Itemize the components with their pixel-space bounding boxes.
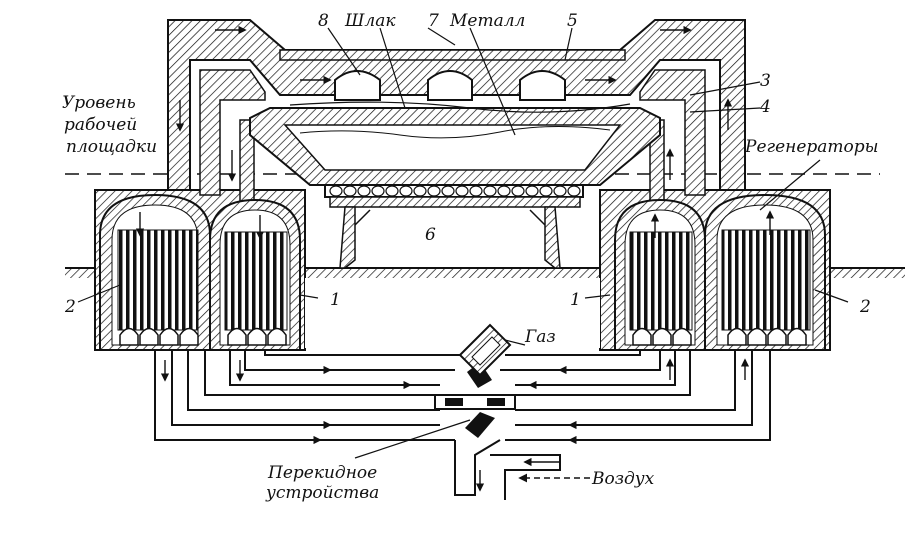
- regenerator-bottom-arches: [119, 327, 807, 346]
- roller: [357, 185, 371, 197]
- roller: [343, 185, 357, 197]
- label-air: Воздух: [591, 469, 655, 489]
- label-6: 6: [425, 225, 436, 245]
- regenerator-arch: [747, 327, 767, 346]
- roller: [497, 185, 511, 197]
- regenerator-arch: [119, 327, 139, 346]
- label-slag: Шлак: [344, 11, 396, 31]
- label-2-left: 2: [64, 297, 76, 317]
- label-4: 4: [759, 97, 771, 117]
- regenerator-arch: [787, 327, 807, 346]
- roller: [469, 185, 483, 197]
- label-5: 5: [567, 11, 578, 31]
- roller: [329, 185, 343, 197]
- label-level-2: рабочей: [64, 115, 137, 135]
- roller: [511, 185, 525, 197]
- flow-arrows: [135, 25, 775, 492]
- roller: [553, 185, 567, 197]
- regenerator-left-outer: [99, 193, 211, 351]
- label-metal: Металл: [449, 11, 525, 31]
- roller: [427, 185, 441, 197]
- furnace-outer-shell: [167, 19, 746, 191]
- label-switch-2: устройства: [265, 483, 379, 503]
- regenerator-arch: [159, 327, 179, 346]
- label-regenerators: Регенераторы: [744, 137, 879, 157]
- roller: [525, 185, 539, 197]
- regenerator-arch: [179, 327, 199, 346]
- label-1-right: 1: [570, 290, 581, 310]
- label-8: 8: [318, 11, 329, 31]
- inner-flues: [199, 69, 706, 211]
- regenerator-arch: [632, 327, 652, 346]
- regenerator-arch: [672, 327, 692, 346]
- furnace-doors: [334, 70, 566, 101]
- regenerator-arch: [139, 327, 159, 346]
- regenerator-right-inner: [614, 198, 706, 351]
- roller: [455, 185, 469, 197]
- regenerator-arch: [247, 327, 267, 346]
- label-3: 3: [760, 71, 771, 91]
- regenerator-arch: [652, 327, 672, 346]
- label-1-left: 1: [330, 290, 341, 310]
- leader-lines: [77, 27, 849, 459]
- roller: [441, 185, 455, 197]
- roller: [483, 185, 497, 197]
- regenerator-arch: [727, 327, 747, 346]
- roller: [385, 185, 399, 197]
- label-switch-1: Перекидное: [267, 463, 377, 483]
- label-7: 7: [428, 11, 439, 31]
- regenerator-right-outer: [704, 193, 826, 351]
- roller: [371, 185, 385, 197]
- switching-valve: [434, 362, 561, 500]
- roller: [539, 185, 553, 197]
- roller: [567, 185, 581, 197]
- label-level-1: Уровень: [62, 93, 136, 113]
- support-beams: [324, 184, 584, 269]
- roller: [413, 185, 427, 197]
- regenerator-left-inner: [209, 198, 301, 351]
- label-level-3: площадки: [66, 137, 157, 157]
- label-gas: Газ: [524, 327, 556, 347]
- regenerator-arch: [267, 327, 287, 346]
- roller: [399, 185, 413, 197]
- hearth-bath: [249, 101, 661, 186]
- regenerator-arch: [227, 327, 247, 346]
- label-2-right: 2: [859, 297, 871, 317]
- gas-inlet: [458, 323, 512, 377]
- regenerator-arch: [767, 327, 787, 346]
